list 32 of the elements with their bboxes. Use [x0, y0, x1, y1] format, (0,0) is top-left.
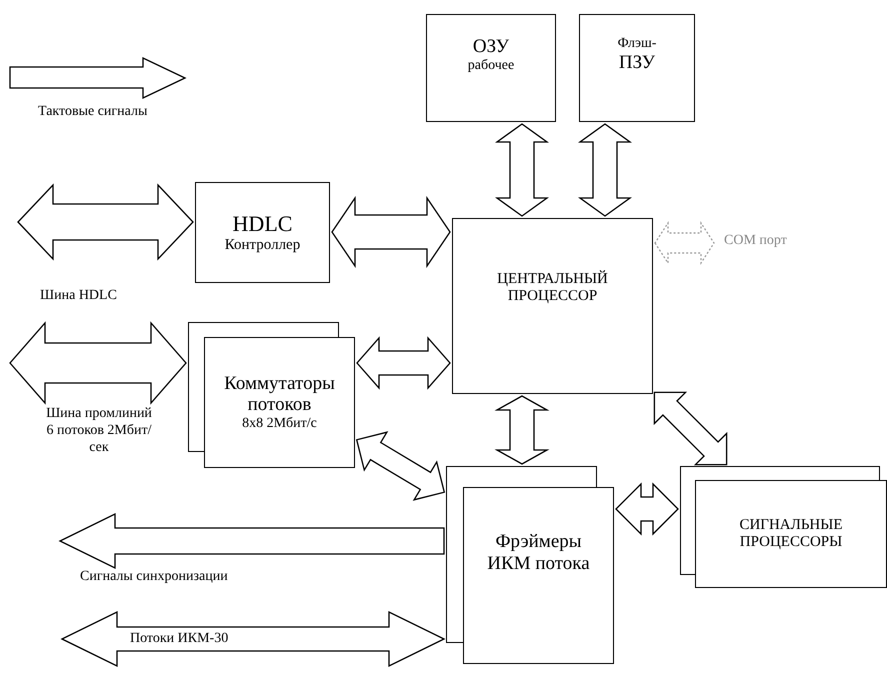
edge-label: COM порт: [724, 233, 787, 250]
block-box: [579, 14, 695, 122]
block-text: СИГНАЛЬНЫЕ ПРОЦЕССОРЫ: [738, 516, 844, 552]
block-arrow: [654, 392, 728, 466]
block-arrow: [615, 482, 679, 536]
block-text: Флэш-: [618, 36, 656, 52]
block-box: [452, 218, 653, 394]
block-arrow: [9, 321, 187, 405]
block-box: [195, 182, 330, 283]
block-text: 8x8 2Мбит/с: [242, 416, 317, 432]
block-arrow: [17, 183, 194, 261]
block-text: ОЗУ: [472, 36, 510, 58]
block-text: Фрэймеры ИКМ потока: [486, 530, 591, 574]
block-arrow: [494, 123, 550, 217]
block-box: [695, 480, 887, 588]
block-text: Коммутаторы потоков: [223, 372, 336, 416]
block-text: ЦЕНТРАЛЬНЫЙ ПРОЦЕССОР: [496, 270, 609, 306]
block-arrow: [356, 431, 446, 501]
block-text: ПЗУ: [618, 52, 656, 74]
block-box: [426, 14, 556, 122]
block-box: [204, 337, 355, 468]
block-text: Контроллер: [224, 236, 300, 254]
block-arrow: [654, 220, 715, 266]
block-text: HDLC: [232, 211, 292, 237]
block-box: [463, 487, 614, 664]
block-arrow: [356, 336, 451, 390]
block-arrow: [578, 123, 632, 217]
block-arrow: [58, 512, 445, 570]
block-text: рабочее: [468, 58, 514, 74]
block-arrow: [494, 395, 550, 465]
block-arrow: [331, 196, 451, 268]
edge-label: Сигналы синхронизации: [80, 569, 228, 586]
